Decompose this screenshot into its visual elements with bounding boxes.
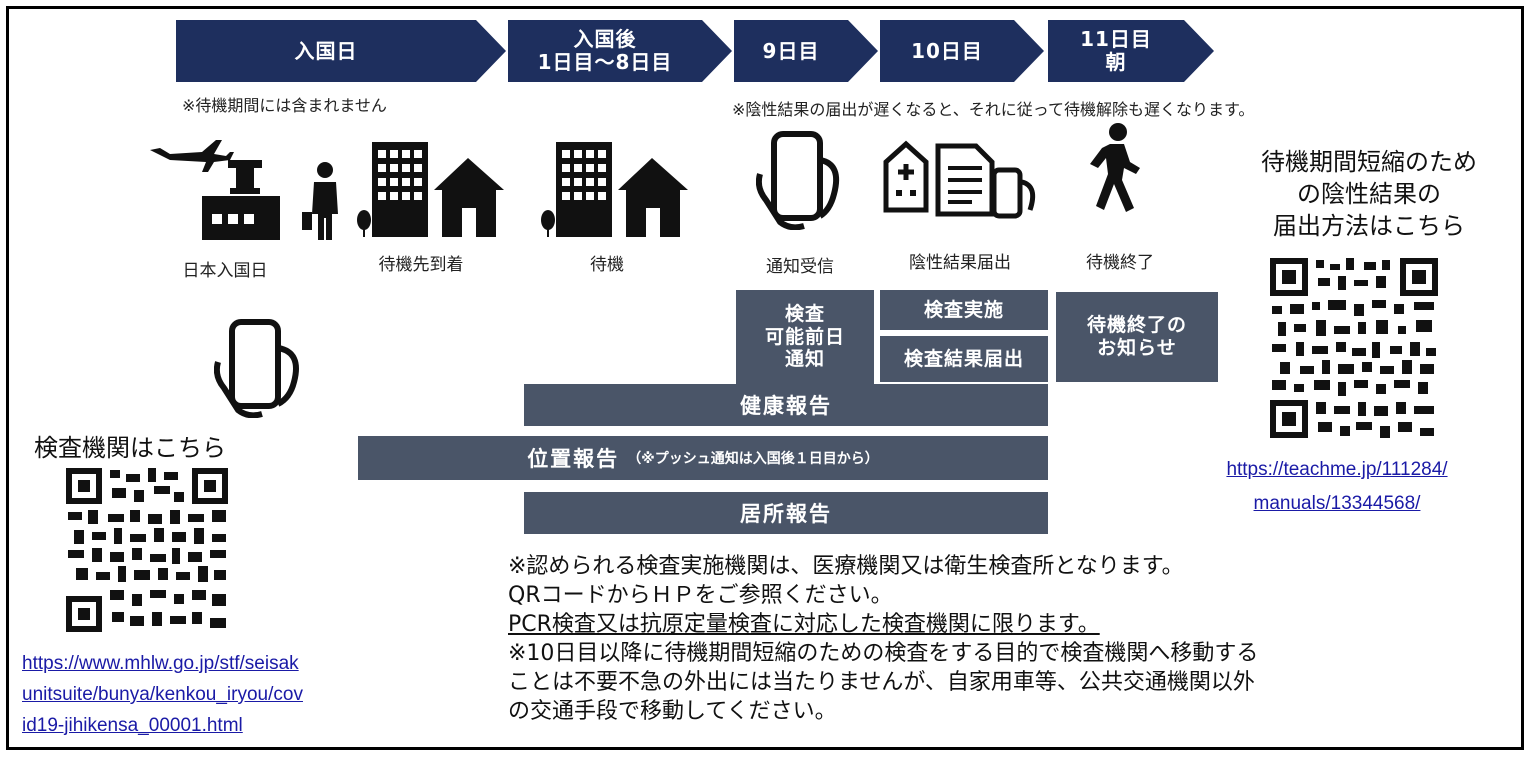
phone-in-hand-icon <box>755 130 846 234</box>
box-pre-test-notice: 検査 可能前日 通知 <box>736 290 874 384</box>
footer-line-underlined: PCR検査又は抗原定量検査に対応した検査機関に限ります。 <box>508 612 1100 637</box>
timeline-step-day1-8: 入国後 1日目〜8日目 <box>508 20 732 82</box>
walking-person-icon <box>1084 122 1144 216</box>
timeline-label: 入国日 <box>294 38 358 63</box>
bar-health-report: 健康報告 <box>524 384 1048 426</box>
timeline-label: 入国後 1日目〜8日目 <box>537 27 673 74</box>
caption-lodging: 待機先到着 <box>378 255 464 275</box>
hospital-document-phone-icon <box>882 140 1042 224</box>
box-result-report: 検査結果届出 <box>880 336 1048 382</box>
caption-report: 陰性結果届出 <box>909 253 1011 273</box>
caption-arrival: 日本入国日 <box>182 261 268 281</box>
timeline-step-day9: 9日目 <box>734 20 878 82</box>
report-link-line2[interactable]: manuals/13344568/ <box>1253 493 1421 514</box>
caption-end: 待機終了 <box>1086 253 1154 273</box>
diagram-frame <box>6 6 1524 750</box>
hotel-house-icon <box>356 142 506 241</box>
test-facility-link-line3[interactable]: id19-jihikensa_00001.html <box>22 715 243 736</box>
timeline-label: 9日目 <box>762 38 820 63</box>
box-test: 検査実施 <box>880 290 1048 330</box>
bar-label: 健康報告 <box>740 394 832 418</box>
qr-code-test-facility[interactable] <box>64 466 230 634</box>
footer-line: ※10日目以降に待機期間短縮のための検査をする目的で検査機関へ移動する <box>508 641 1259 666</box>
left-panel-title: 検査機関はこちら <box>34 434 226 462</box>
timeline-step-entry-day: 入国日 <box>176 20 506 82</box>
chevron-shape <box>508 20 732 82</box>
report-link-line1[interactable]: https://teachme.jp/111284/ <box>1226 459 1448 480</box>
bar-label: 位置報告 <box>527 447 620 471</box>
right-panel-title: 待機期間短縮のため の陰性結果の 届出方法はこちら <box>1261 148 1477 240</box>
footer-notes: ※認められる検査実施機関は、医療機関又は衛生検査所となります。 QRコードからＨ… <box>508 552 1508 726</box>
footer-line: ※認められる検査実施機関は、医療機関又は衛生検査所となります。 <box>508 554 1184 579</box>
chevron-shape <box>176 20 506 82</box>
chevron-shape <box>880 20 1044 82</box>
caption-wait: 待機 <box>590 255 624 275</box>
footer-line: QRコードからＨＰをご参照ください。 <box>508 583 893 608</box>
note-delay: ※陰性結果の届出が遅くなると、それに従って待機解除も遅くなります。 <box>732 100 1255 119</box>
chevron-shape <box>1048 20 1214 82</box>
footer-line: の交通手段で移動してください。 <box>508 699 837 724</box>
chevron-shape <box>734 20 878 82</box>
note-not-included: ※待機期間には含まれません <box>182 96 387 115</box>
timeline-label: 10日目 <box>911 38 983 63</box>
box-end-notice: 待機終了の お知らせ <box>1056 292 1218 382</box>
bar-location-report: 位置報告 （※プッシュ通知は入国後１日目から） <box>358 436 1048 480</box>
bar-residence-report: 居所報告 <box>524 492 1048 534</box>
timeline-step-day11: 11日目 朝 <box>1048 20 1214 82</box>
test-facility-link-line2[interactable]: unitsuite/bunya/kenkou_iryou/cov <box>22 684 303 705</box>
bar-note: （※プッシュ通知は入国後１日目から） <box>627 451 879 467</box>
timeline-step-day10: 10日目 <box>880 20 1044 82</box>
qr-code-report[interactable] <box>1268 256 1440 440</box>
phone-in-hand-icon <box>213 318 306 422</box>
timeline-label: 11日目 朝 <box>1080 27 1152 74</box>
traveler-icon <box>300 160 350 244</box>
test-facility-link-line1[interactable]: https://www.mhlw.go.jp/stf/seisak <box>22 653 299 674</box>
bar-label: 居所報告 <box>740 502 832 526</box>
hotel-house-icon <box>540 142 690 241</box>
airport-icon <box>150 130 280 244</box>
footer-line: ことは不要不急の外出には当たりませんが、自家用車等、公共交通機関以外 <box>508 670 1255 695</box>
caption-notify: 通知受信 <box>766 257 834 277</box>
